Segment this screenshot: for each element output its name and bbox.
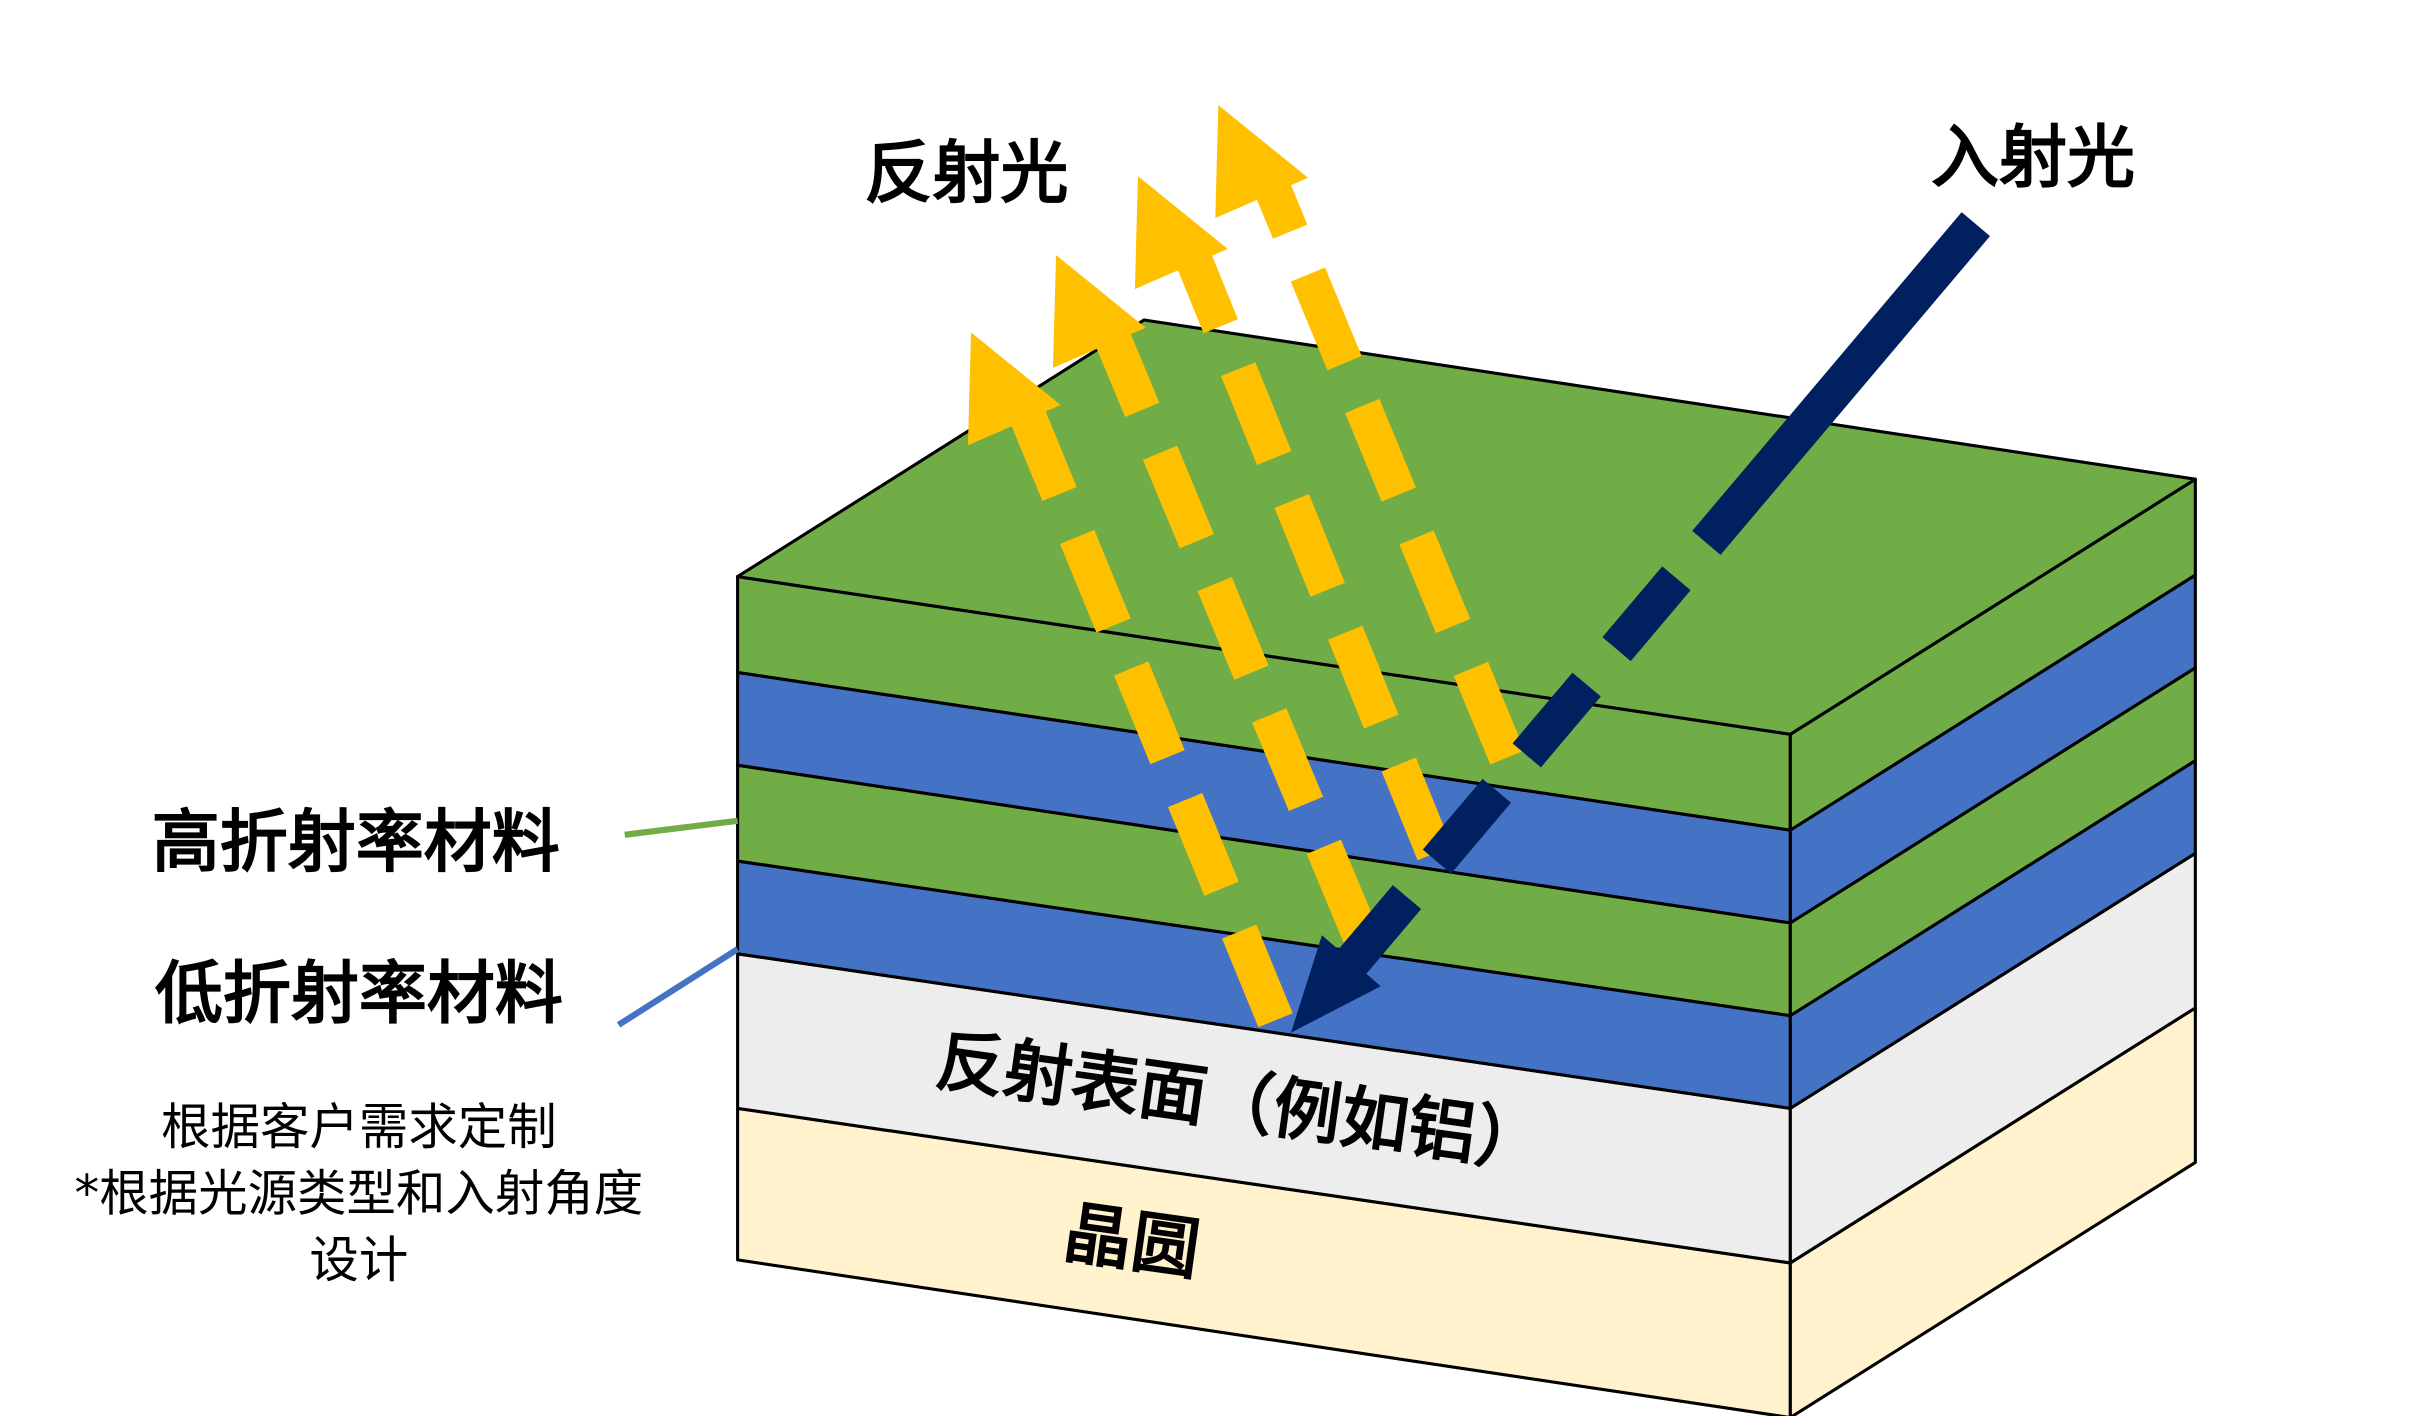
layer-stack [736, 318, 2197, 1416]
reflected-light-label: 反射光 [864, 134, 1068, 213]
note-line-3: 设计 [309, 1231, 408, 1289]
note-line-2: *根据光源类型和入射角度 [75, 1164, 644, 1222]
incident-arrow-shaft [1327, 212, 1991, 986]
high-index-leader-line [624, 817, 738, 838]
arrowhead-icon [1291, 935, 1381, 1033]
arrowhead-icon [1134, 176, 1228, 290]
reflected-arrow-2 [1088, 314, 1378, 943]
reflected-arrow-4 [1247, 162, 1525, 765]
arrowhead-icon [1215, 105, 1309, 218]
reflected-arrow-3 [1170, 237, 1452, 861]
arrowhead-icon [967, 332, 1061, 446]
wafer-label: 晶圆 [1059, 1194, 1205, 1291]
note-line-1: 根据客户需求定制 [161, 1098, 557, 1156]
low-index-label: 低折射率材料 [155, 955, 563, 1034]
arrowhead-icon [1052, 255, 1146, 368]
reflected-light-arrows [967, 105, 1525, 1028]
incident-light-arrow [1291, 212, 1991, 1033]
low-index-leader-line [616, 946, 740, 1028]
reflected-arrow-1 [1003, 391, 1293, 1028]
incident-light-label: 入射光 [1931, 119, 2135, 198]
high-index-label: 高折射率材料 [152, 804, 560, 883]
